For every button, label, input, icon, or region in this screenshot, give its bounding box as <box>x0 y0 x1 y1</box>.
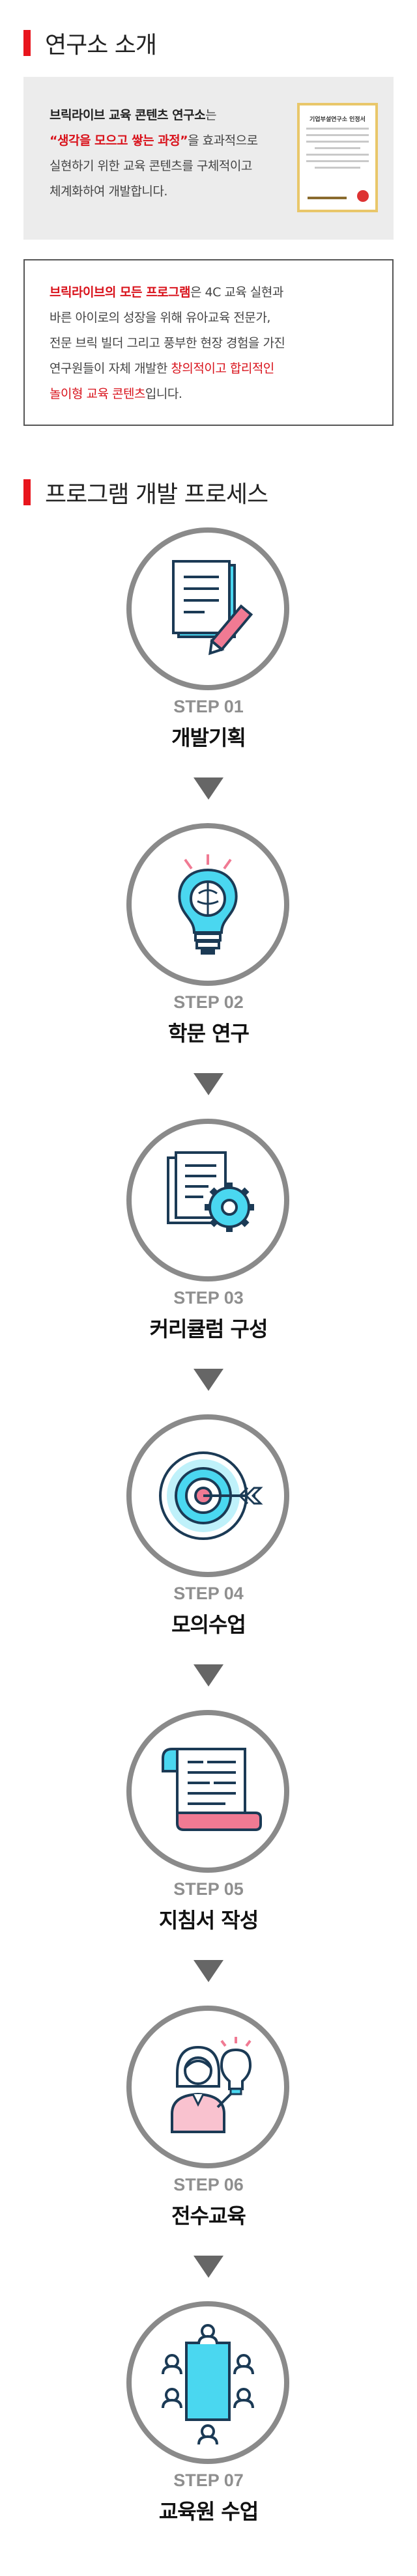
step-7-name: 교육원 수업 <box>158 2499 259 2524</box>
intro-line3: 실현하기 위한 교육 콘텐츠를 구체적이고 <box>50 159 252 173</box>
intro-title: 연구소 소개 <box>45 32 157 59</box>
classroom-table-icon <box>162 2324 254 2445</box>
down-arrow-icon <box>194 1369 223 1391</box>
teacher-idea-icon <box>171 2037 252 2133</box>
step-5-name: 지침서 작성 <box>158 1908 259 1933</box>
step-2-number: STEP 02 <box>173 992 244 1012</box>
step-5-circle <box>126 1710 289 1873</box>
step-3-circle <box>126 1119 289 1281</box>
process-title: 프로그램 개발 프로세스 <box>45 481 268 508</box>
step-1-name: 개발기획 <box>171 725 246 750</box>
title-accent-bar <box>23 30 31 56</box>
down-arrow-icon <box>194 1073 223 1095</box>
step-4-number: STEP 04 <box>173 1584 244 1603</box>
desc-line3: 전문 브릭 빌더 그리고 풍부한 현장 경험을 가진 <box>50 336 285 350</box>
step-2-name: 학문 연구 <box>168 1021 250 1046</box>
step-6-number: STEP 06 <box>173 2175 244 2194</box>
certificate-title: 기업부설연구소 인정서 <box>309 117 366 123</box>
step-2-circle <box>126 823 289 986</box>
step-4-circle <box>126 1414 289 1577</box>
down-arrow-icon <box>194 1664 223 1687</box>
step-4-name: 모의수업 <box>171 1612 246 1637</box>
step-3-name: 커리큘럼 구성 <box>149 1317 268 1341</box>
lightbulb-brain-icon <box>178 854 238 955</box>
desc-content-highlight: 놀이형 교육 콘텐츠 <box>50 387 145 401</box>
step-6-circle <box>126 2006 289 2168</box>
intro-line2-rest: 을 효과적으로 <box>188 133 258 148</box>
intro-lab-name: 브릭라이브 교육 콘텐츠 연구소 <box>50 108 206 122</box>
desc-creative-highlight: 창의적이고 합리적인 <box>171 361 274 376</box>
intro-box: 브릭라이브 교육 콘텐츠 연구소는 “생각을 모으고 쌓는 과정”을 효과적으로… <box>23 77 394 240</box>
step-1-circle <box>126 527 289 690</box>
desc-line4-a: 연구원들이 자체 개발한 <box>50 361 171 376</box>
step-1-number: STEP 01 <box>173 697 244 716</box>
intro-text: 브릭라이브 교육 콘텐츠 연구소는 “생각을 모으고 쌓는 과정”을 효과적으로… <box>50 103 297 204</box>
certificate-seal-icon <box>357 190 369 202</box>
process-section-title: 프로그램 개발 프로세스 <box>23 478 268 508</box>
step-7-circle <box>126 2301 289 2464</box>
step-5-number: STEP 05 <box>173 1879 244 1899</box>
scroll-icon <box>162 1748 262 1831</box>
down-arrow-icon <box>194 1960 223 1982</box>
step-7-number: STEP 07 <box>173 2471 244 2490</box>
target-arrow-icon <box>159 1451 263 1540</box>
certificate-image: 기업부설연구소 인정서 <box>297 103 378 212</box>
desc-program-highlight: 브릭라이브의 모든 프로그램 <box>50 285 191 300</box>
step-3-number: STEP 03 <box>173 1288 244 1308</box>
description-box: 브릭라이브의 모든 프로그램은 4C 교육 실현과 바른 아이로의 성장을 위해… <box>23 259 394 426</box>
down-arrow-icon <box>194 777 223 800</box>
intro-line4: 체계화하여 개발합니다. <box>50 184 167 199</box>
desc-line5-rest: 입니다. <box>145 387 182 401</box>
intro-section-title: 연구소 소개 <box>23 29 157 59</box>
step-6-name: 전수교육 <box>171 2204 246 2228</box>
document-pen-icon <box>172 560 253 656</box>
intro-highlight: “생각을 모으고 쌓는 과정” <box>50 133 188 148</box>
document-gear-icon <box>167 1151 254 1232</box>
intro-line1-rest: 는 <box>205 108 217 122</box>
description-text: 브릭라이브의 모든 프로그램은 4C 교육 실현과 바른 아이로의 성장을 위해… <box>50 280 375 407</box>
desc-line2: 바른 아이로의 성장을 위해 유아교육 전문가, <box>50 311 270 325</box>
desc-line1-rest: 은 4C 교육 실현과 <box>190 285 283 300</box>
title-accent-bar <box>23 479 31 505</box>
down-arrow-icon <box>194 2256 223 2278</box>
